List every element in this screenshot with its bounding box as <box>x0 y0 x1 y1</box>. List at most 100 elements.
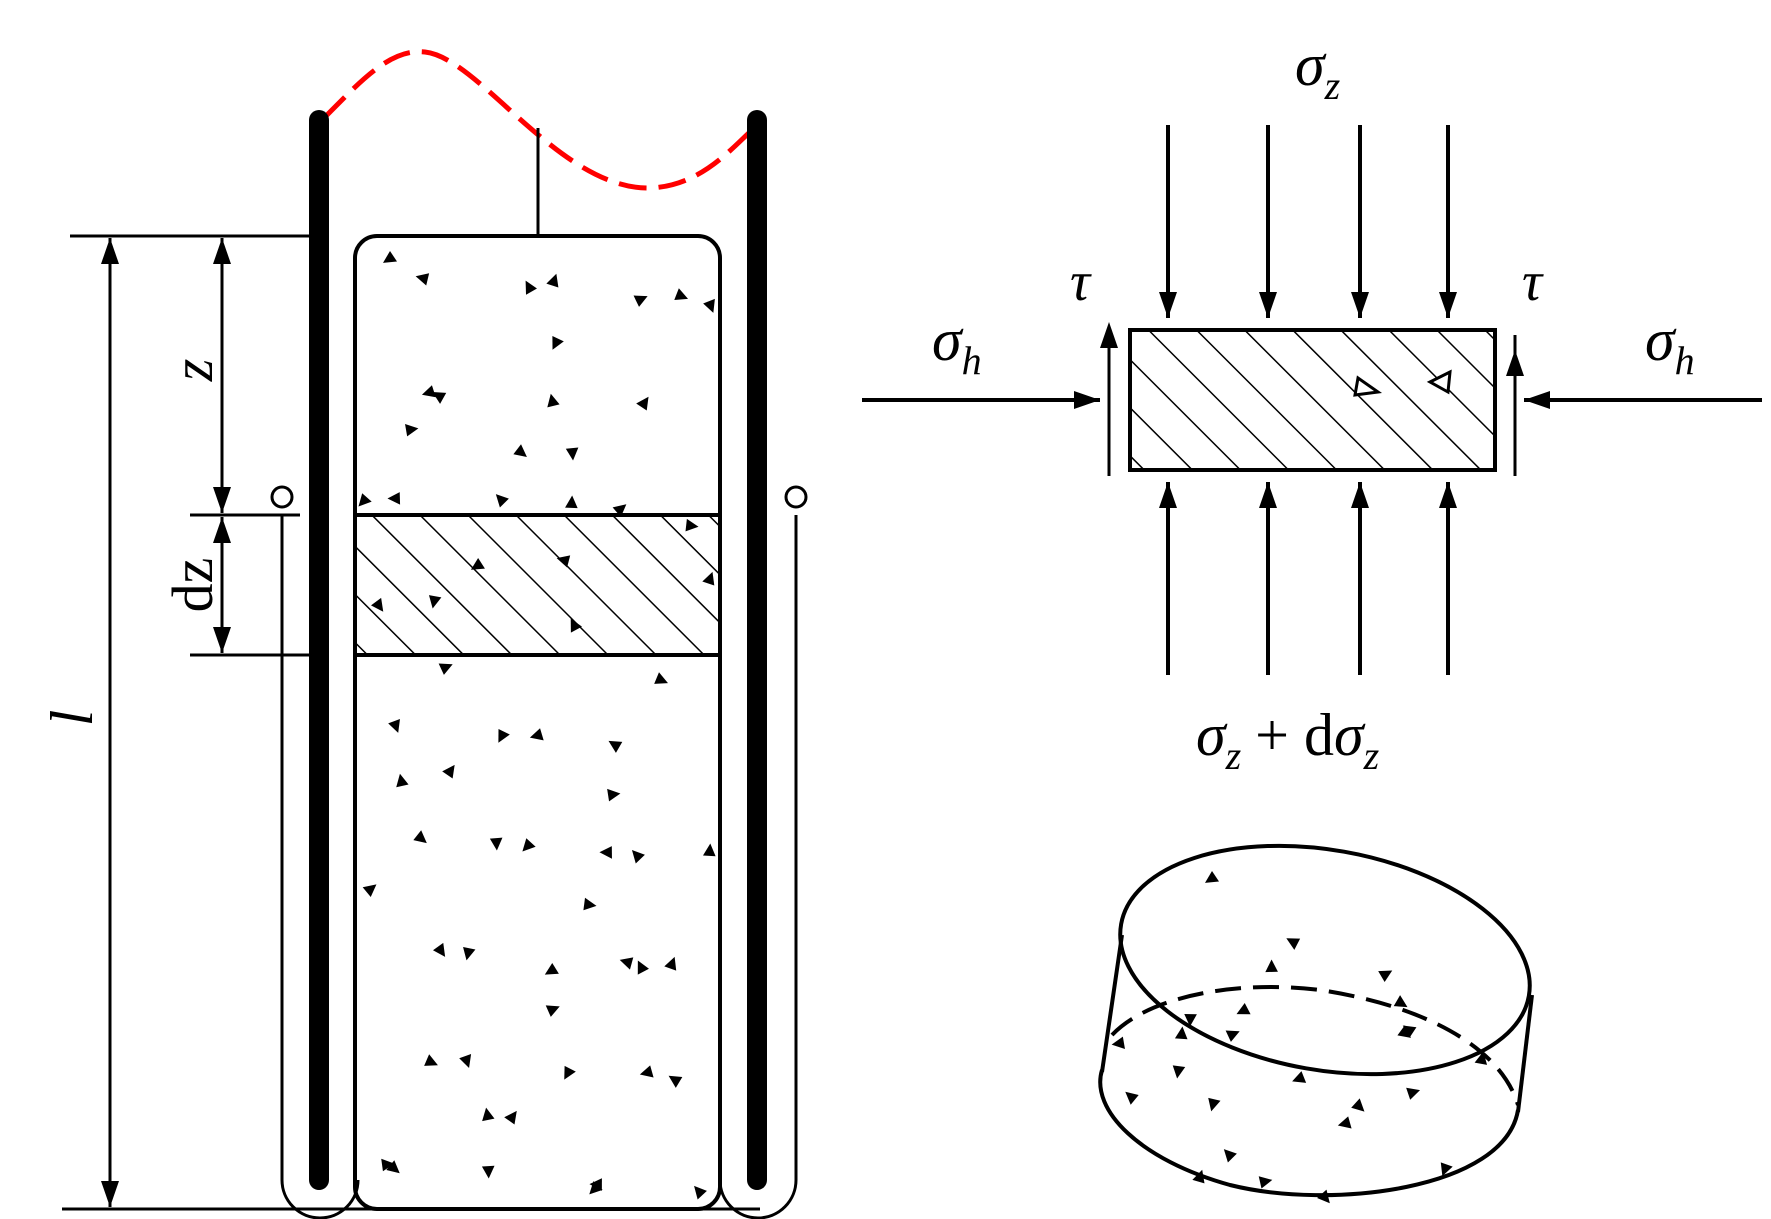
disc-particle <box>1474 1051 1488 1065</box>
disc-side-left <box>1100 934 1124 1073</box>
element-free-body: σz τ τ σh σh σz+ dσz <box>862 32 1762 778</box>
soil-particle <box>495 494 509 508</box>
soil-particle <box>388 718 400 733</box>
disc-particle <box>1351 1098 1365 1112</box>
soil-particles <box>358 251 716 1200</box>
soil-particle <box>544 963 559 975</box>
soil-particle <box>589 1178 602 1191</box>
label-l: l <box>39 710 105 727</box>
soil-particle <box>619 957 634 970</box>
soil-particle <box>639 1065 654 1078</box>
dimension-dz-arrow-top <box>213 517 231 543</box>
block-particle <box>1353 375 1383 397</box>
soil-particle <box>546 273 559 288</box>
soil-particle <box>608 740 623 753</box>
soil-particle <box>387 492 401 505</box>
disc-particle <box>1223 1149 1237 1163</box>
soil-particle <box>470 558 485 570</box>
soil-particle <box>396 773 409 788</box>
sigma-z-arrow-bottom-3-head <box>1439 482 1457 508</box>
soil-particle <box>428 595 442 609</box>
soil-particle <box>668 1075 683 1088</box>
soil-plug-figure: l z dz <box>39 49 808 1219</box>
soil-particle <box>442 764 455 779</box>
soil-particle <box>552 335 564 350</box>
soil-particle <box>674 288 689 301</box>
soil-particle <box>438 663 453 675</box>
soil-particle <box>545 1005 560 1017</box>
disc-particles <box>1111 871 1488 1204</box>
disc-particle <box>1192 1169 1205 1184</box>
soil-particle <box>386 1160 400 1174</box>
sigma-z-arrow-top-3-head <box>1439 292 1457 318</box>
label-dz: dz <box>160 558 225 613</box>
soil-particle <box>633 295 648 307</box>
soil-disc <box>1098 843 1534 1204</box>
soil-particle <box>703 298 715 313</box>
disc-particle <box>1184 1013 1197 1027</box>
soil-particle <box>362 884 377 897</box>
soil-particle <box>421 385 436 398</box>
soil-particle <box>612 504 627 517</box>
soil-particle <box>432 391 447 404</box>
disc-particle <box>1205 871 1219 883</box>
soil-particle <box>433 942 446 957</box>
element-block <box>1128 328 1497 472</box>
label-sigma-h-right: σh <box>1645 307 1695 383</box>
soil-particle <box>405 423 419 437</box>
soil-particle <box>694 1185 707 1200</box>
pile-shell-outline <box>280 515 360 1219</box>
disc-bottom-face-back <box>1110 985 1520 1106</box>
block-particle <box>1426 369 1452 395</box>
soil-particle <box>383 251 397 263</box>
soil-particle <box>504 1110 517 1125</box>
disc-particle <box>1440 1162 1453 1177</box>
dimension-z-arrow-top <box>213 238 231 264</box>
soil-particle <box>498 728 510 743</box>
disc-particle <box>1378 970 1393 982</box>
soil-particle <box>489 837 503 851</box>
sigma-z-arrow-top-2-head <box>1351 292 1369 318</box>
disc-particle <box>1225 1030 1240 1042</box>
soil-particle <box>529 728 544 741</box>
soil-slice-dz <box>353 513 722 657</box>
soil-particle <box>702 571 715 586</box>
soil-particle <box>482 1107 495 1122</box>
soil-particle <box>565 495 578 509</box>
soil-particle <box>702 843 716 857</box>
soil-particle <box>556 555 571 568</box>
soil-particle <box>685 518 699 532</box>
soil-particle <box>654 672 668 684</box>
marker-ring-left <box>270 485 294 509</box>
label-sigma-z-bottom: σz+ dσz <box>1196 702 1380 778</box>
label-tau-right: τ <box>1522 251 1544 313</box>
dimension-l-arrow-bottom <box>101 1181 119 1207</box>
sigma-h-arrow-left-head <box>1074 391 1100 409</box>
sigma-h-arrow-right-head <box>1524 391 1550 409</box>
disc-particle <box>1236 1003 1251 1015</box>
soil-particle <box>459 1054 472 1068</box>
stress-arrows <box>862 125 1762 675</box>
soil-particle <box>525 280 537 295</box>
disc-particle <box>1125 1091 1139 1105</box>
soil-particle <box>664 956 677 971</box>
soil-particle <box>631 849 645 864</box>
soil-particle <box>636 396 649 411</box>
soil-particle <box>522 838 536 852</box>
dimension-z-arrow-bottom <box>213 487 231 513</box>
disc-particle <box>1397 1025 1411 1038</box>
disc-particle <box>1111 1036 1125 1050</box>
dimension-lines <box>101 238 231 1207</box>
disc-particle <box>1258 1176 1273 1189</box>
soil-column <box>353 234 722 1211</box>
sigma-z-arrow-bottom-1-head <box>1259 482 1277 508</box>
label-tau-left: τ <box>1070 251 1092 313</box>
dimension-dz-arrow-bottom <box>213 627 231 653</box>
soil-particle <box>481 1165 495 1179</box>
label-sigma-h-left: σh <box>932 307 982 383</box>
soil-particle <box>583 897 597 911</box>
dimension-l-arrow-top <box>101 238 119 264</box>
sigma-z-arrow-top-0-head <box>1159 292 1177 318</box>
soil-particle <box>607 788 621 802</box>
disc-particle <box>1208 1097 1221 1112</box>
